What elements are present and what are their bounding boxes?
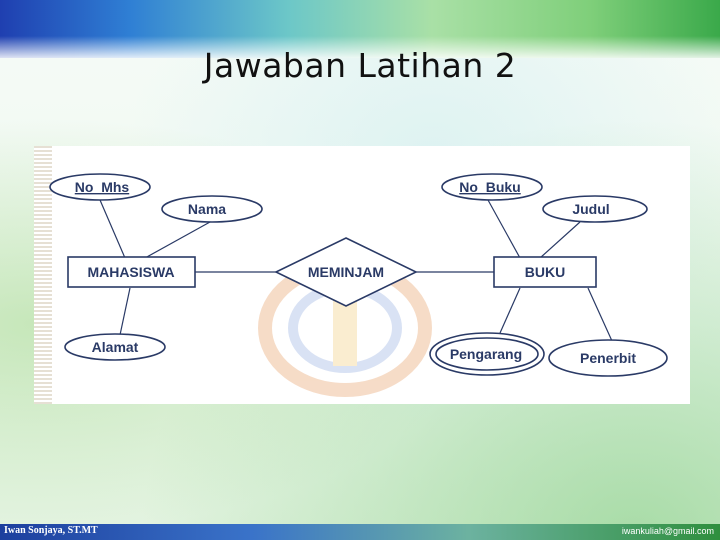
footer-email: iwankuliah@gmail.com xyxy=(621,526,714,536)
line-pengarang-buku xyxy=(499,287,521,334)
entity-mahasiswa xyxy=(67,256,196,288)
label-judul: Judul xyxy=(572,201,609,217)
attribute-pengarang-inner xyxy=(435,337,539,371)
line-nomhs-mahasiswa xyxy=(99,199,126,259)
attribute-no-mhs xyxy=(49,173,151,201)
line-judul-buku xyxy=(539,221,581,259)
line-penerbit-buku xyxy=(587,287,613,342)
label-penerbit: Penerbit xyxy=(580,350,636,366)
slide-title: Jawaban Latihan 2 xyxy=(203,46,517,85)
attribute-alamat xyxy=(64,333,166,361)
attribute-judul xyxy=(542,195,648,223)
slide-header-band xyxy=(0,0,720,58)
label-pengarang: Pengarang xyxy=(450,346,522,362)
label-nama: Nama xyxy=(188,201,226,217)
slide-footer: Iwan Sonjaya, ST.MT iwankuliah@gmail.com xyxy=(0,524,720,540)
label-no-mhs: No_Mhs xyxy=(75,179,130,195)
attribute-penerbit xyxy=(548,339,668,377)
label-alamat: Alamat xyxy=(92,339,139,355)
label-buku: BUKU xyxy=(525,264,565,280)
relationship-meminjam xyxy=(274,237,418,307)
entity-buku xyxy=(493,256,597,288)
line-nobuku-buku xyxy=(487,199,521,259)
attribute-no-buku xyxy=(441,173,543,201)
diagram-image-edge xyxy=(34,146,52,404)
label-mahasiswa: MAHASISWA xyxy=(87,264,174,280)
label-no-buku: No_Buku xyxy=(459,179,520,195)
line-nama-mahasiswa xyxy=(144,221,211,259)
label-meminjam: MEMINJAM xyxy=(308,264,384,280)
footer-author: Iwan Sonjaya, ST.MT xyxy=(4,525,98,536)
attribute-nama xyxy=(161,195,263,223)
line-alamat-mahasiswa xyxy=(119,287,131,336)
